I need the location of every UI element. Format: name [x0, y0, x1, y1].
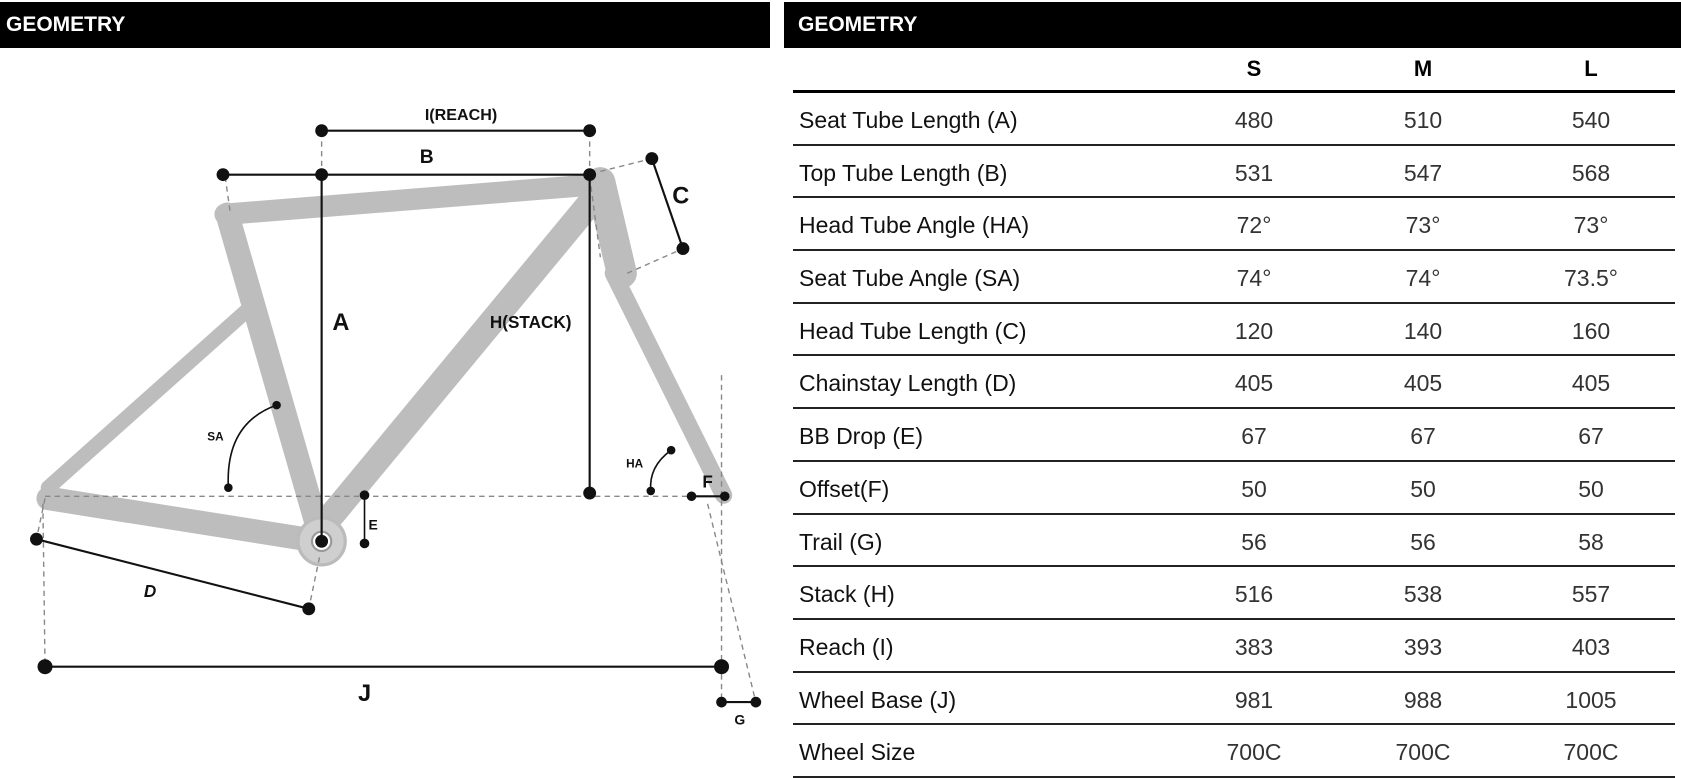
- row-value-s: 56: [1241, 528, 1267, 555]
- size-header-l: L: [1584, 56, 1598, 81]
- dimension-lines: [30, 124, 762, 708]
- label-f: F: [702, 472, 712, 492]
- row-value-l: 557: [1571, 581, 1611, 608]
- label-j: J: [358, 680, 371, 706]
- row-value-s: 50: [1241, 475, 1267, 502]
- row-value-m: 547: [1403, 159, 1443, 186]
- row-label: Seat Tube Angle (SA): [799, 265, 1021, 292]
- frame-geometry-diagram: I(REACH) B C A H(STACK) SA HA F E D J G: [30, 106, 762, 728]
- row-label: Head Tube Length (C): [799, 317, 1027, 344]
- row-value-m: 510: [1403, 107, 1443, 133]
- row-value-s: 405: [1234, 370, 1274, 397]
- label-b: B: [420, 147, 434, 168]
- label-d: D: [144, 581, 156, 601]
- row-value-m: 700C: [1395, 739, 1451, 766]
- row-value-m: 50: [1410, 475, 1436, 502]
- table-row: Head Tube Angle (HA) 72° 73° 73°: [793, 198, 1675, 252]
- row-label: Wheel Base (J): [799, 686, 957, 713]
- row-value-l: 403: [1571, 633, 1611, 660]
- row-value-m: 74°: [1405, 265, 1441, 292]
- row-value-l: 73.5°: [1564, 265, 1618, 292]
- row-value-s: 72°: [1236, 212, 1272, 239]
- row-label: Chainstay Length (D): [799, 370, 1017, 397]
- label-e: E: [368, 517, 377, 533]
- row-value-l: 405: [1571, 370, 1611, 397]
- row-value-s: 480: [1234, 107, 1274, 133]
- row-value-l: 67: [1578, 423, 1604, 450]
- row-label: Trail (G): [799, 528, 883, 555]
- right-section-header: GEOMETRY: [784, 2, 1681, 48]
- label-reach: I(REACH): [425, 106, 497, 124]
- row-value-m: 67: [1410, 423, 1436, 450]
- row-label: Offset(F): [799, 475, 890, 502]
- table-row: Reach (I) 383 393 403: [793, 620, 1675, 673]
- row-value-m: 56: [1410, 528, 1436, 555]
- label-stack: H(STACK): [490, 312, 572, 332]
- row-value-m: 393: [1403, 633, 1443, 660]
- row-value-l: 160: [1571, 317, 1611, 344]
- row-value-l: 1005: [1565, 686, 1617, 713]
- row-value-s: 981: [1234, 686, 1274, 713]
- size-header-m: M: [1413, 56, 1433, 81]
- row-label: Reach (I): [799, 633, 894, 660]
- label-c: C: [672, 183, 689, 209]
- row-label: BB Drop (E): [799, 423, 923, 450]
- row-value-m: 73°: [1405, 212, 1441, 239]
- table-row: BB Drop (E) 67 67 67: [793, 409, 1675, 462]
- table-row: Wheel Base (J) 981 988 1005: [793, 673, 1675, 726]
- row-value-s: 516: [1234, 581, 1274, 608]
- row-label: Seat Tube Length (A): [799, 107, 1018, 133]
- label-sa: SA: [207, 431, 224, 444]
- row-value-s: 383: [1234, 633, 1274, 660]
- label-ha: HA: [626, 457, 644, 470]
- row-value-m: 405: [1403, 370, 1443, 397]
- table-header-row: S M L: [793, 52, 1675, 93]
- row-label: Top Tube Length (B): [799, 159, 1008, 186]
- row-value-m: 538: [1403, 581, 1443, 608]
- row-value-s: 67: [1241, 423, 1267, 450]
- row-label: Stack (H): [799, 581, 895, 608]
- row-value-m: 988: [1403, 686, 1443, 713]
- row-label: Head Tube Angle (HA): [799, 212, 1030, 239]
- label-a: A: [332, 309, 349, 335]
- row-value-s: 120: [1234, 317, 1274, 344]
- table-row: Stack (H) 516 538 557: [793, 567, 1675, 620]
- size-header-s: S: [1246, 56, 1262, 81]
- table-row: Seat Tube Length (A) 480 510 540: [793, 93, 1675, 146]
- table-row: Seat Tube Angle (SA) 74° 74° 73.5°: [793, 251, 1675, 304]
- row-value-l: 540: [1571, 107, 1611, 133]
- row-value-l: 700C: [1563, 739, 1619, 766]
- row-value-l: 568: [1571, 159, 1611, 186]
- left-section-header: GEOMETRY: [0, 2, 770, 48]
- table-row: Wheel Size 700C 700C 700C: [793, 725, 1675, 778]
- row-value-s: 531: [1234, 159, 1274, 186]
- row-value-l: 73°: [1573, 212, 1609, 239]
- row-value-l: 58: [1578, 528, 1604, 555]
- table-row: Head Tube Length (C) 120 140 160: [793, 304, 1675, 357]
- row-label: Wheel Size: [799, 739, 916, 766]
- row-value-s: 74°: [1236, 265, 1272, 292]
- row-value-l: 50: [1578, 475, 1604, 502]
- label-g: G: [734, 712, 745, 728]
- row-value-s: 700C: [1226, 739, 1282, 766]
- bike-frame: [36, 167, 733, 567]
- row-value-m: 140: [1403, 317, 1443, 344]
- table-row: Offset(F) 50 50 50: [793, 462, 1675, 515]
- table-row: Trail (G) 56 56 58: [793, 515, 1675, 568]
- table-row: Top Tube Length (B) 531 547 568: [793, 146, 1675, 199]
- table-row: Chainstay Length (D) 405 405 405: [793, 356, 1675, 410]
